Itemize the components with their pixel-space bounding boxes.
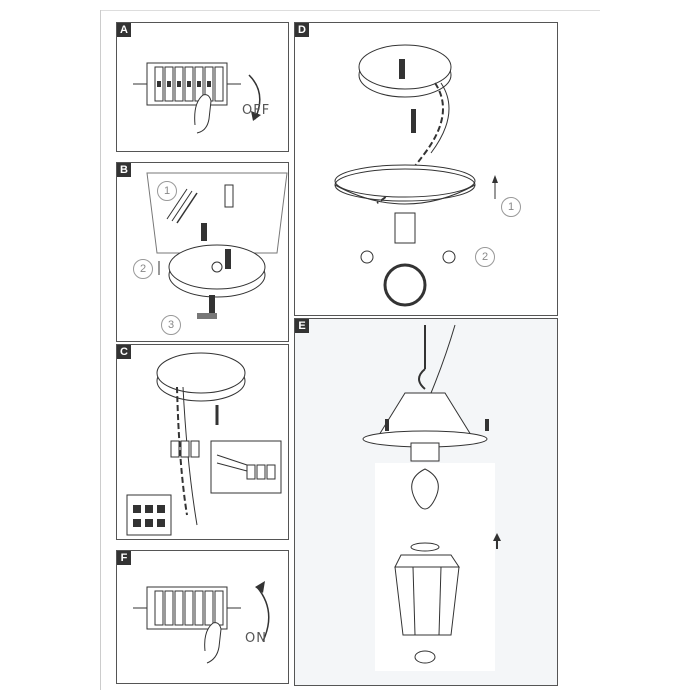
panel-e-lamp-assembly: E bbox=[294, 318, 558, 686]
on-label: ON bbox=[245, 631, 267, 646]
base-mounting-diagram bbox=[146, 172, 288, 319]
step-2-badge: 2 bbox=[475, 247, 495, 267]
off-label: OFF bbox=[242, 103, 271, 118]
panel-c-wire-connection: C bbox=[116, 344, 289, 540]
panel-b-tag: B bbox=[117, 163, 131, 177]
breaker-box-on-diagram bbox=[133, 581, 270, 664]
canopy-assembly-diagram bbox=[334, 44, 498, 307]
panel-c-tag: C bbox=[117, 345, 131, 359]
left-edge-line bbox=[100, 10, 101, 690]
panel-a-tag: A bbox=[117, 23, 131, 37]
step-2-badge: 2 bbox=[133, 259, 153, 279]
panel-f-switch-on: F ON bbox=[116, 550, 289, 684]
step-1-badge: 1 bbox=[157, 181, 177, 201]
breaker-box-diagram bbox=[133, 62, 261, 134]
panel-f-tag: F bbox=[117, 551, 131, 565]
panel-b-mount-base: B 1 2 3 bbox=[116, 162, 289, 342]
panel-a-switch-off: A OFF bbox=[116, 22, 289, 152]
panel-d-tag: D bbox=[295, 23, 309, 37]
lamp-assembly-diagram bbox=[362, 324, 501, 671]
top-divider bbox=[100, 10, 600, 11]
step-3-badge: 3 bbox=[161, 315, 181, 335]
panel-e-tag: E bbox=[295, 319, 309, 333]
panel-d-canopy-assembly: D 1 2 bbox=[294, 22, 558, 316]
step-1-badge: 1 bbox=[501, 197, 521, 217]
wire-connection-diagram bbox=[126, 352, 282, 536]
